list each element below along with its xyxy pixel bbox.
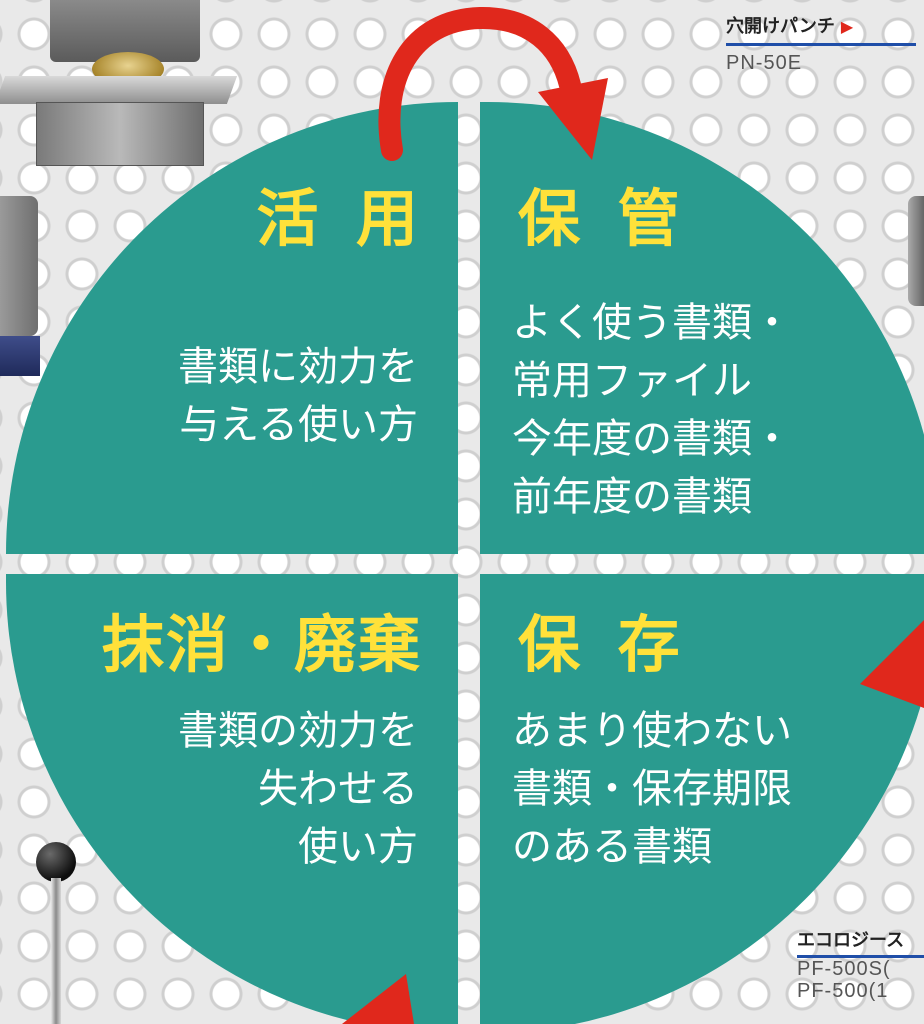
quadrant-description: 書類の効力を 失わせる 使い方 (178, 702, 418, 876)
side-machine-foot (0, 336, 40, 376)
quadrant-description: よく使う書類・ 常用ファイル 今年度の書類・ 前年度の書類 (512, 294, 792, 526)
description-line: 失わせる (258, 766, 418, 812)
description-line: 与える使い方 (179, 402, 418, 448)
quadrant-description: あまり使わない 書類・保存期限 のある書類 (512, 702, 792, 876)
description-line: 書類の効力を (178, 708, 418, 754)
quadrant-title: 保 存 (518, 608, 688, 681)
side-machine-image (0, 196, 40, 382)
right-machine-edge-image (906, 196, 924, 316)
product-name: 穴開けパンチ (726, 16, 835, 36)
punch-base (36, 102, 204, 166)
punch-head (50, 0, 200, 62)
description-line: 常用ファイル (512, 358, 752, 404)
play-triangle-icon: ▶ (840, 19, 854, 36)
product-underline (726, 43, 916, 46)
cycle-arrow-right-icon (860, 620, 924, 708)
quadrant-title: 保 管 (518, 182, 688, 255)
product-model: PN-50E (726, 52, 803, 74)
description-line: 前年度の書類 (512, 474, 752, 520)
product-name: エコロジース (797, 930, 905, 950)
product-label-punch: 穴開けパンチ ▶ PN-50E (726, 12, 924, 75)
quadrant-title: 抹消・廃棄 (101, 608, 422, 681)
lever-handle-image (36, 842, 80, 1024)
description-line: よく使う書類・ (512, 300, 792, 346)
lever-rod (51, 878, 61, 1024)
side-machine-body (0, 196, 38, 336)
description-line: 使い方 (298, 824, 418, 870)
description-line: 書類に効力を (178, 344, 418, 390)
quadrant-title: 活 用 (256, 182, 426, 255)
quadrant-description: 書類に効力を 与える使い方 (178, 338, 418, 454)
product-model: PF-500(1 (797, 980, 889, 1002)
description-line: 書類・保存期限 (512, 766, 792, 812)
cycle-arrow-top-icon (378, 6, 608, 161)
description-line: 今年度の書類・ (512, 416, 792, 462)
description-line: あまり使わない (512, 708, 792, 754)
punch-plate (0, 76, 238, 104)
hole-punch-machine-image (0, 0, 252, 168)
cycle-arrow-bottom-icon (342, 974, 414, 1024)
product-label-ecology: エコロジース PF-500S( PF-500(1 (797, 926, 924, 1002)
description-line: のある書類 (512, 824, 712, 870)
product-model: PF-500S( (797, 958, 891, 980)
product-underline (797, 955, 924, 958)
lever-knob (36, 842, 76, 882)
